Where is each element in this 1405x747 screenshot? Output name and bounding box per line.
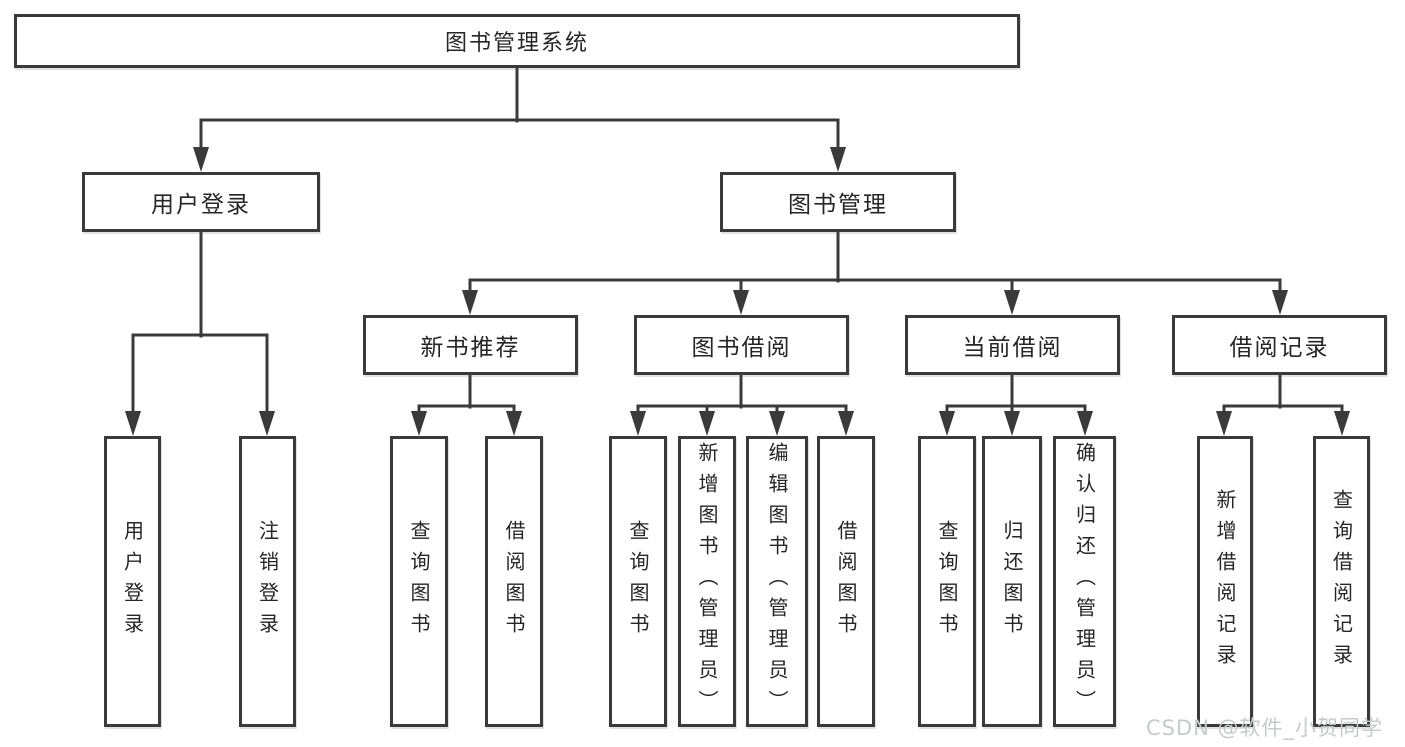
node-new-book-recommend: 新书推荐 xyxy=(363,315,578,375)
leaf-query-borrow-record: 查询借阅记录 xyxy=(1313,436,1370,727)
leaf-borrow-books-recommend: 借阅图书 xyxy=(485,436,543,727)
leaf-confirm-return-admin: 确认归还（管理员） xyxy=(1053,436,1116,727)
node-label: 查询图书 xyxy=(407,519,431,644)
node-label: 新增借阅记录 xyxy=(1213,488,1237,675)
node-label: 归还图书 xyxy=(1000,519,1024,644)
node-label: 查询图书 xyxy=(626,519,650,644)
leaf-borrow-books-borrowing: 借阅图书 xyxy=(817,436,875,727)
node-user-login: 用户登录 xyxy=(82,172,320,232)
csdn-watermark: CSDN @软件_小贺同学 xyxy=(1146,716,1384,740)
leaf-query-books-borrowing: 查询图书 xyxy=(609,436,667,727)
node-label: 借阅记录 xyxy=(1229,335,1330,361)
leaf-add-borrow-record: 新增借阅记录 xyxy=(1197,436,1253,727)
node-label: 注销登录 xyxy=(255,519,280,644)
node-label: 查询图书 xyxy=(935,519,959,644)
node-label: 确认归还（管理员） xyxy=(1072,442,1097,721)
node-label: 查询借阅记录 xyxy=(1329,488,1354,675)
node-label: 用户登录 xyxy=(151,192,251,218)
node-label: 借阅图书 xyxy=(834,519,858,644)
node-book-borrowing: 图书借阅 xyxy=(634,315,849,375)
node-label: 图书借阅 xyxy=(691,335,792,361)
arrowheads xyxy=(125,147,1350,436)
leaf-edit-books-admin: 编辑图书（管理员） xyxy=(746,436,808,727)
node-label: 当前借阅 xyxy=(962,335,1063,361)
leaf-logout-login: 注销登录 xyxy=(239,436,296,727)
node-book-management: 图书管理 xyxy=(720,172,956,232)
node-label: 新增图书（管理员） xyxy=(695,442,719,721)
leaf-query-books-recommend: 查询图书 xyxy=(390,436,448,727)
leaf-add-books-admin: 新增图书（管理员） xyxy=(678,436,736,727)
tree-edges xyxy=(131,66,1344,415)
node-label: 图书管理系统 xyxy=(444,31,589,56)
leaf-return-books: 归还图书 xyxy=(982,436,1042,727)
node-label: 借阅图书 xyxy=(502,519,526,644)
node-label: 编辑图书（管理员） xyxy=(765,442,789,721)
leaf-query-books-current: 查询图书 xyxy=(918,436,976,727)
node-borrowing-records: 借阅记录 xyxy=(1172,315,1387,375)
node-label: 新书推荐 xyxy=(420,335,521,361)
leaf-user-login: 用户登录 xyxy=(104,436,161,727)
node-current-borrowing: 当前借阅 xyxy=(905,315,1120,375)
node-library-system: 图书管理系统 xyxy=(14,14,1020,68)
node-label: 用户登录 xyxy=(120,519,145,644)
node-label: 图书管理 xyxy=(788,192,888,218)
